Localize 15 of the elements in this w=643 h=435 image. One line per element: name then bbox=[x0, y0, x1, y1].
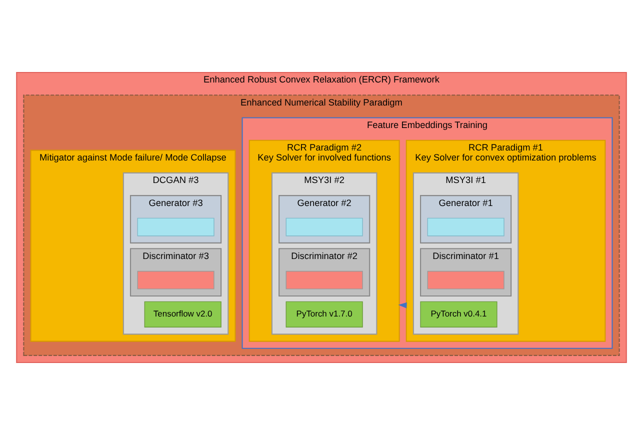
node-box bbox=[427, 218, 504, 236]
cluster: Generator #3 bbox=[130, 195, 222, 244]
node-box bbox=[286, 218, 363, 236]
node-box: PyTorch v1.7.0 bbox=[286, 301, 363, 328]
node-box: Tensorflow v2.0 bbox=[144, 301, 222, 328]
node-box bbox=[137, 270, 214, 290]
node-box bbox=[286, 270, 363, 290]
cluster: Discriminator #3 bbox=[130, 248, 222, 297]
node-box bbox=[137, 218, 214, 236]
cluster: Discriminator #2 bbox=[278, 248, 370, 297]
cluster: Generator #1 bbox=[420, 195, 512, 244]
cluster: Discriminator #1 bbox=[420, 248, 512, 297]
node-box: PyTorch v0.4.1 bbox=[420, 301, 498, 328]
cluster: Generator #2 bbox=[278, 195, 370, 244]
node-box bbox=[427, 270, 504, 290]
